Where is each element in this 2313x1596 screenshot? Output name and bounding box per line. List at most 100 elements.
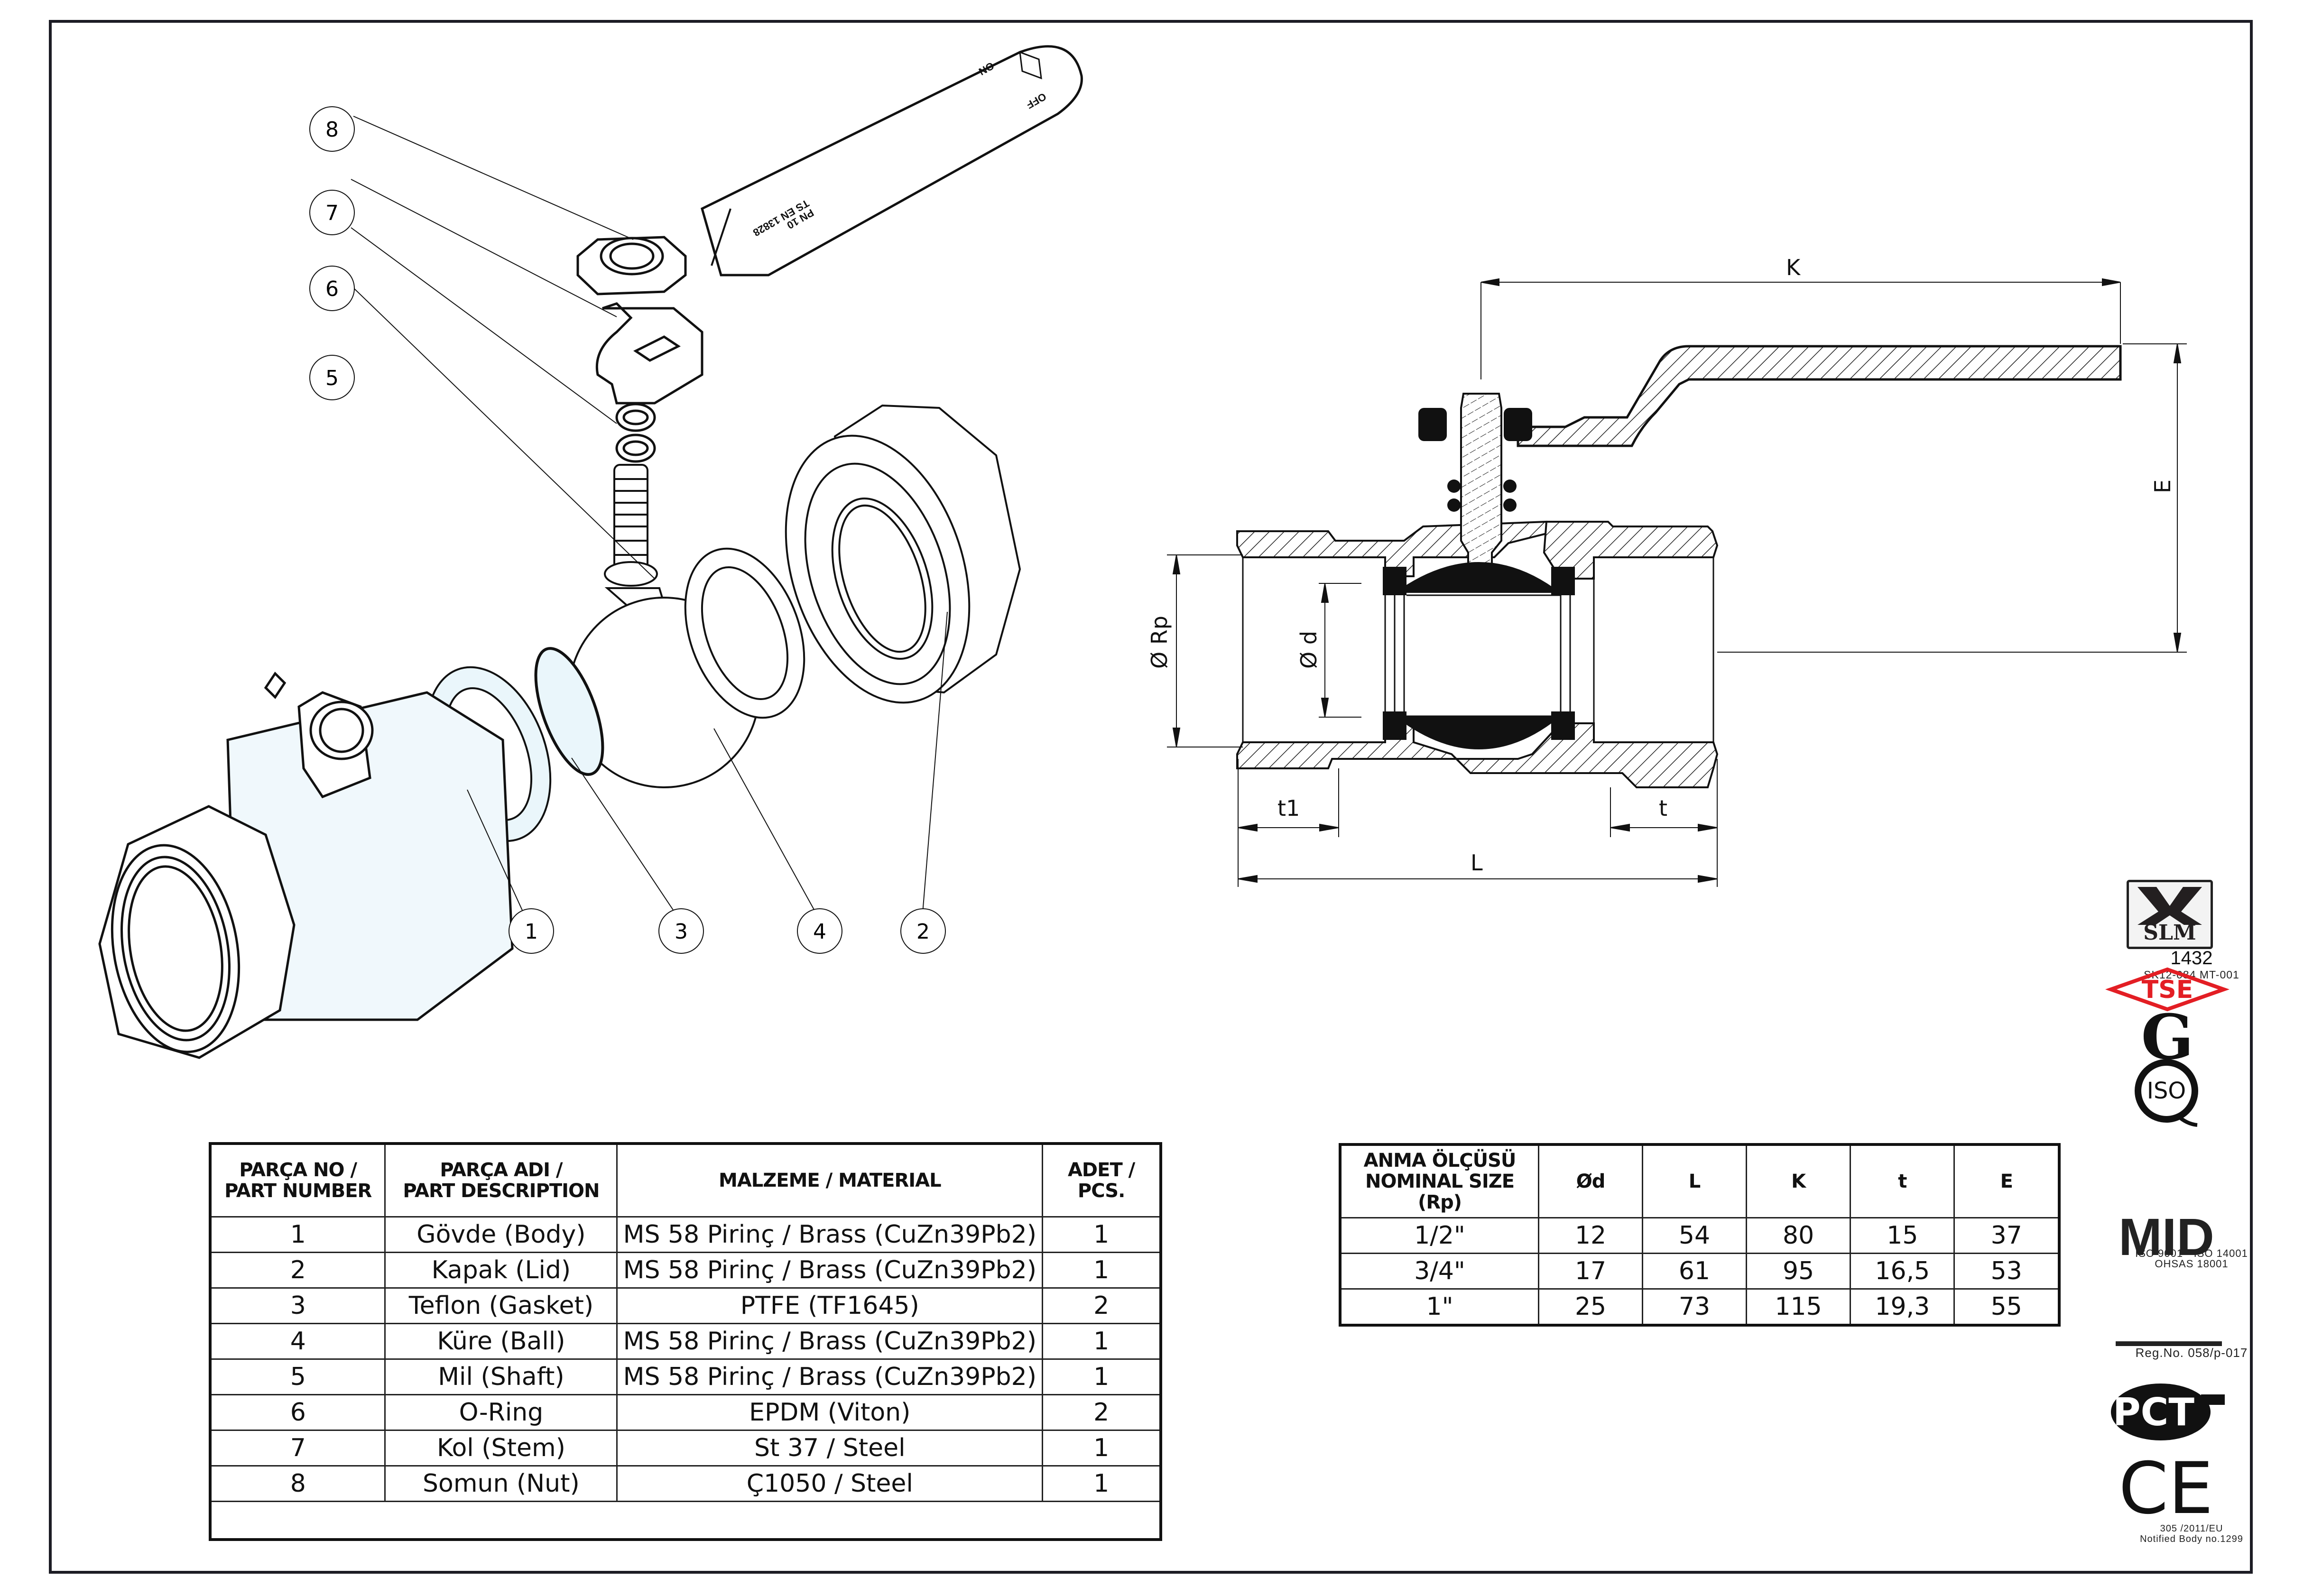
slm-number: 1432 — [2170, 948, 2213, 969]
dim-label-e: E — [2150, 480, 2175, 493]
iso-standards-line2: OHSAS 18001 — [2155, 1258, 2229, 1270]
dim-label-t: t — [1659, 795, 1667, 821]
header-part-number: PARÇA NO /PART NUMBER — [209, 1143, 386, 1218]
cell-part-no: 1 — [209, 1216, 386, 1253]
callout-8: 8 — [309, 106, 355, 152]
dimension-labels: K E Ø Rp Ø d t1 t L — [1147, 255, 2175, 876]
svg-text:5: 5 — [325, 366, 339, 390]
slm-x-icon — [2137, 887, 2202, 925]
lid-part-2 — [785, 404, 1021, 704]
ce-notified-body: Notified Body no.1299 — [2140, 1534, 2243, 1544]
cell-qty: 1 — [1042, 1465, 1162, 1502]
cell-l: 54 — [1642, 1217, 1747, 1254]
cell-desc: O-Ring — [384, 1394, 618, 1431]
cell-t: 16,5 — [1850, 1253, 1955, 1290]
cell-part-no: 2 — [209, 1252, 386, 1289]
section-ball-bottom — [1395, 716, 1561, 749]
cell-e: 53 — [1953, 1253, 2060, 1290]
parts-header-row: PARÇA NO /PART NUMBER PARÇA ADI /PART DE… — [209, 1143, 1162, 1218]
lever-handle: TS EN 13828 PN 10 ON OFF — [701, 45, 1083, 277]
dim-label-d: Ø d — [1296, 631, 1322, 669]
cell-d: 12 — [1538, 1217, 1644, 1254]
cell-material: Ç1050 / Steel — [616, 1465, 1044, 1502]
cell-material: MS 58 Pirinç / Brass (CuZn39Pb2) — [616, 1216, 1044, 1253]
section-nut-left — [1418, 408, 1447, 441]
callout-1: 1 — [509, 908, 554, 954]
section-view: K E Ø Rp Ø d t1 t L — [1147, 255, 2187, 887]
cell-desc: Teflon (Gasket) — [384, 1287, 618, 1324]
section-handle — [1517, 345, 2122, 447]
iso-standards-line1: ISO 9001 - ISO 14001 — [2135, 1247, 2248, 1259]
cell-d: 25 — [1538, 1288, 1644, 1326]
cell-part-no: 7 — [209, 1430, 386, 1467]
header-d: Ød — [1538, 1144, 1644, 1218]
body-part-1 — [98, 672, 514, 1059]
cell-size: 3/4" — [1339, 1253, 1540, 1290]
cell-d: 17 — [1538, 1253, 1644, 1290]
cell-desc: Mil (Shaft) — [384, 1358, 618, 1395]
svg-text:3: 3 — [675, 920, 688, 944]
cell-part-no: 4 — [209, 1323, 386, 1360]
section-stem — [1460, 393, 1502, 577]
cell-qty: 1 — [1042, 1323, 1162, 1360]
cell-part-no: 6 — [209, 1394, 386, 1431]
section-nut-right — [1504, 408, 1532, 441]
cell-desc: Gövde (Body) — [384, 1216, 618, 1253]
ce-regulation: 305 /2011/EU — [2160, 1523, 2223, 1534]
cell-size: 1/2" — [1339, 1217, 1540, 1254]
cell-qty: 1 — [1042, 1430, 1162, 1467]
cell-material: St 37 / Steel — [616, 1430, 1044, 1467]
cell-l: 61 — [1642, 1253, 1747, 1290]
callout-7: 7 — [309, 190, 355, 235]
dim-label-rp: Ø Rp — [1147, 616, 1172, 669]
dim-label-k: K — [1786, 255, 1801, 280]
svg-text:6: 6 — [325, 277, 339, 301]
stem-plate-part-7 — [595, 302, 703, 405]
header-quantity: ADET /PCS. — [1042, 1143, 1162, 1218]
svg-text:2: 2 — [916, 920, 930, 944]
nut-part-8 — [576, 236, 687, 295]
dim-label-t1: t1 — [1277, 795, 1300, 821]
callout-3: 3 — [658, 908, 704, 954]
cell-desc: Küre (Ball) — [384, 1323, 618, 1360]
gasket-part-3b — [684, 547, 805, 719]
cell-e: 37 — [1953, 1217, 2060, 1254]
leader-lines — [351, 116, 948, 915]
mid-reg-number: Reg.No. 058/p-017 — [2135, 1346, 2248, 1360]
cell-material: MS 58 Pirinç / Brass (CuZn39Pb2) — [616, 1358, 1044, 1395]
cell-material: EPDM (Viton) — [616, 1394, 1044, 1431]
cell-desc: Kol (Stem) — [384, 1430, 618, 1467]
cell-t: 19,3 — [1850, 1288, 1955, 1326]
header-part-description: PARÇA ADI /PART DESCRIPTION — [384, 1143, 618, 1218]
svg-text:7: 7 — [325, 201, 339, 225]
parts-table: PARÇA NO /PART NUMBER PARÇA ADI /PART DE… — [209, 1142, 1162, 1541]
svg-text:1: 1 — [525, 920, 538, 944]
callout-2: 2 — [900, 908, 946, 954]
cell-k: 80 — [1745, 1217, 1851, 1254]
dimension-lines — [1167, 278, 2187, 887]
callout-6: 6 — [309, 266, 355, 311]
callout-5: 5 — [309, 355, 355, 400]
header-material: MALZEME / MATERIAL — [616, 1143, 1044, 1218]
oring-part-6 — [615, 403, 656, 463]
blank-cell — [209, 1501, 1162, 1541]
svg-text:8: 8 — [325, 118, 339, 142]
cell-size: 1" — [1339, 1288, 1540, 1326]
cell-t: 15 — [1850, 1217, 1955, 1254]
section-ball-top — [1395, 562, 1561, 593]
header-l: L — [1642, 1144, 1747, 1218]
cell-k: 95 — [1745, 1253, 1851, 1290]
header-e: E — [1953, 1144, 2060, 1218]
